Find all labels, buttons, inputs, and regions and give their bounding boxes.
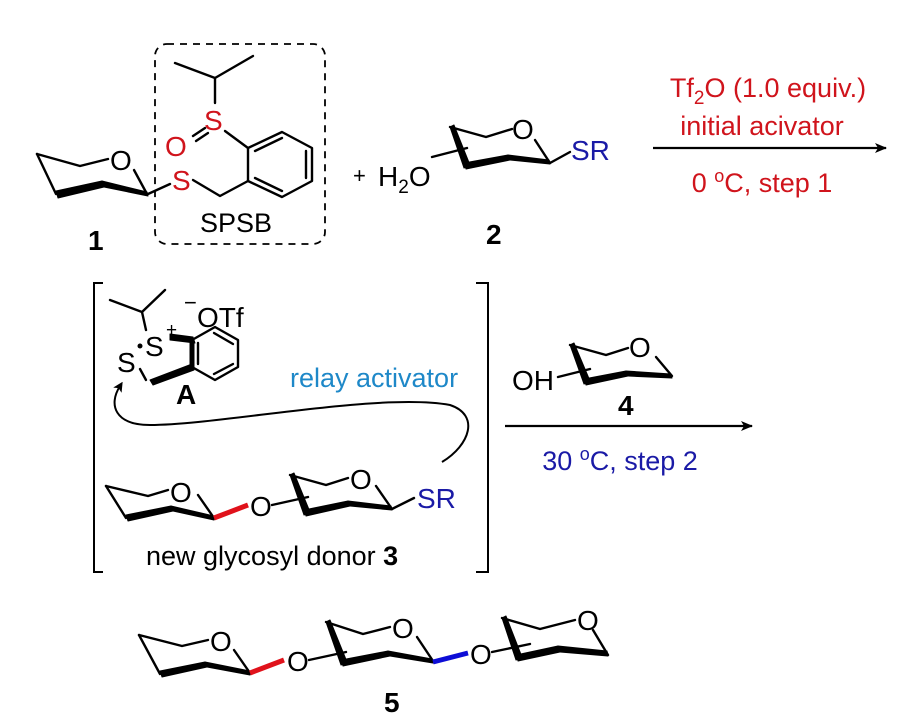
spsb-label: SPSB [200, 208, 272, 238]
linking-oxygen-3: O [250, 491, 272, 522]
intermediate-a-label: A [176, 379, 196, 410]
pyranose-ring-4 [556, 342, 674, 386]
glycosidic-bond-red-5 [249, 657, 285, 676]
pyranose-ring-2 [430, 124, 572, 170]
spsb-group [173, 54, 314, 199]
compound-1-number: 1 [88, 225, 104, 256]
sulfoxide-sulfur: S [204, 105, 223, 136]
plus-sign: + [353, 163, 366, 188]
step-2-conditions: 30 oC, step 2 [542, 444, 698, 476]
glycosidic-bond-blue-5 [432, 650, 469, 665]
ring-oxygen-5a: O [210, 626, 232, 657]
counterion-charge: − [184, 290, 197, 315]
ring-oxygen-4: O [629, 332, 651, 363]
compound-2-number: 2 [486, 219, 502, 250]
pyranose-ring-3a [104, 484, 216, 522]
relay-curved-arrow [113, 381, 470, 463]
sulfonium-charge: + [166, 320, 177, 341]
step-1-reagent: Tf2O (1.0 equiv.) [670, 73, 866, 109]
ring-oxygen-2: O [512, 114, 534, 145]
compound-5: O O O O O 5 [137, 605, 610, 718]
pyranose-ring-5b [307, 619, 435, 667]
relay-activator-label: relay activator [290, 363, 458, 393]
sulfonium-sulfur: S [145, 331, 164, 362]
sr-group-3: SR [417, 483, 456, 514]
pyranose-ring-5a [137, 633, 252, 678]
step-2-arrow-group: 30 oC, step 2 [505, 421, 753, 476]
hydroxyl-group-2: H2O [378, 161, 431, 198]
ring-sulfur-a: S [117, 347, 136, 378]
linking-oxygen-5b: O [470, 639, 492, 670]
triflate-counterion: OTf [197, 302, 244, 333]
spsb-dashed-box [154, 43, 326, 245]
sulfoxide-oxygen: O [165, 131, 187, 162]
step-1-role: initial acivator [680, 111, 844, 141]
step-1-arrow-group: Tf2O (1.0 equiv.) initial acivator 0 oC,… [653, 73, 887, 198]
ring-oxygen-1: O [110, 145, 132, 176]
right-bracket [476, 282, 489, 573]
compound-2: H2O O SR 2 [378, 114, 610, 250]
ring-oxygen-3b: O [350, 464, 372, 495]
linking-oxygen-5a: O [287, 646, 309, 677]
thio-sulfur-1: S [172, 165, 191, 196]
pyranose-ring-3b [270, 472, 416, 517]
compound-5-number: 5 [384, 687, 400, 718]
compound-1: O S S O SPSB 1 [35, 43, 326, 256]
intermediate-brackets [93, 282, 489, 573]
sr-group-2: SR [571, 135, 610, 166]
pyranose-ring-5c [490, 615, 610, 662]
compound-4: OH O 4 [512, 332, 674, 421]
ring-oxygen-5b: O [392, 613, 414, 644]
compound-4-number: 4 [618, 390, 634, 421]
intermediate-a [108, 288, 240, 386]
ring-oxygen-5c: O [577, 605, 599, 636]
pyranose-ring-1 [35, 152, 149, 199]
compound-3-label: new glycosyl donor 3 [146, 541, 398, 571]
ring-oxygen-3a: O [170, 477, 192, 508]
compound-3: O O O SR new glycosyl donor 3 [104, 464, 456, 571]
left-bracket [93, 282, 103, 573]
step-1-conditions: 0 oC, step 1 [692, 166, 833, 198]
new-glycosidic-bond-red [213, 502, 249, 521]
hydroxyl-group-4: OH [512, 365, 554, 396]
